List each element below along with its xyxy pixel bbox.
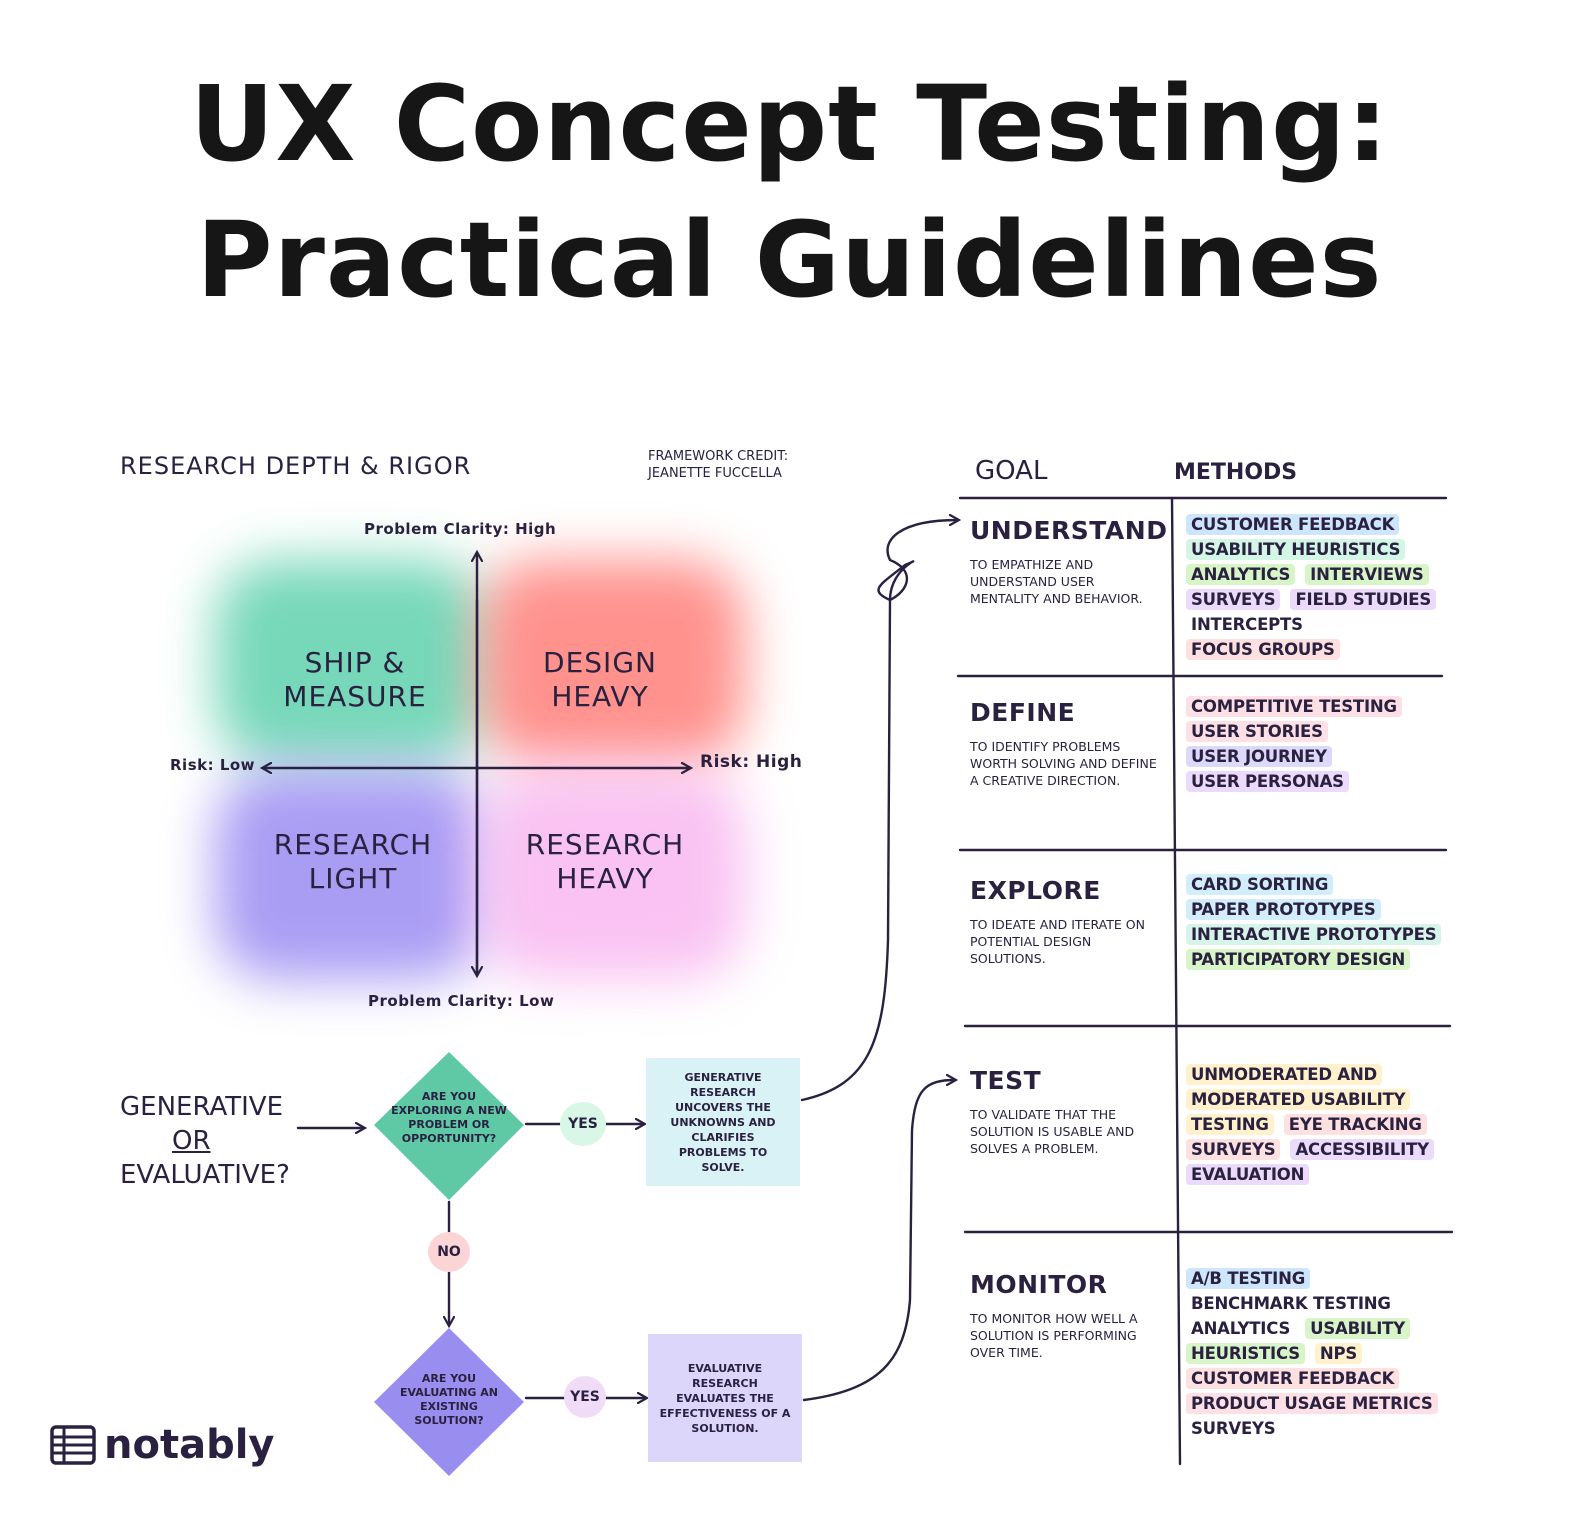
goal-description: To ideate and iterate on potential desig… [970,917,1145,966]
framework-credit-label: Framework credit: [648,449,789,464]
method-tag: Benchmark Testing [1186,1293,1396,1314]
method-tag: Usability Heuristics [1186,539,1406,560]
method-tag: Surveys [1186,589,1281,610]
axis-label-right: Risk: High [700,752,803,772]
method-tag: Heuristics [1186,1343,1305,1364]
page-title-line-1: UX Concept Testing: [189,63,1390,185]
table-row: EXPLORE To ideate and iterate on potentia… [962,868,1462,1028]
methods-list: Card SortingPaper PrototypesInteractive … [1186,874,1466,970]
methods-list: Customer FeedbackUsability HeuristicsAna… [1186,514,1466,660]
method-tag: User Stories [1186,721,1328,742]
table-header-methods: METHODS [1174,460,1298,485]
method-tag: Surveys [1186,1139,1281,1160]
table-header-goal: GOAL [975,456,1048,486]
method-tag: A/B Testing [1186,1268,1311,1289]
table-row: TEST To validate that the solution is usa… [962,1058,1462,1218]
goal-description: To validate that the solution is usable … [970,1107,1135,1156]
method-tag: Testing [1186,1114,1274,1135]
flow-question-generative: Generative [120,1092,283,1122]
goal-title: TEST [970,1066,1042,1095]
method-tag: Analytics [1186,1318,1296,1339]
quadrant-design-heavy: DESIGN HEAVY [500,646,700,714]
quadrant-label-line: RESEARCH [525,828,685,861]
goal-description: To monitor how well a solution is perfor… [970,1311,1138,1360]
method-tag: Usability [1305,1318,1410,1339]
method-tag: User Personas [1186,771,1349,792]
yes-pill-generative: YES [560,1102,606,1146]
method-tag: Product Usage Metrics [1186,1393,1438,1414]
goal-title: DEFINE [970,698,1076,727]
quadrant-label-line: HEAVY [551,680,649,713]
curve-evaluative-to-test [802,1080,955,1402]
method-tag: Eye Tracking [1283,1114,1427,1135]
evaluative-research-box: Evaluative research evaluates the effect… [648,1334,802,1462]
quadrant-label-line: HEAVY [556,862,654,895]
table-row: MONITOR To monitor how well a solution is… [962,1262,1462,1439]
method-tag: Focus Groups [1186,639,1340,660]
framework-credit: Framework credit: Jeanette Fuccella [648,448,788,482]
method-tag: Unmoderated and [1186,1064,1383,1085]
notebook-logo-icon [50,1425,96,1465]
method-tag: Paper Prototypes [1186,899,1381,920]
curve-generative-to-understand [800,520,958,1102]
axis-label-left: Risk: Low [170,756,256,774]
goal-title: EXPLORE [970,876,1101,905]
quadrant-label-line: LIGHT [308,862,398,895]
method-tag: Moderated Usability [1186,1089,1411,1110]
method-tag: User Journey [1186,746,1332,767]
method-tag: Participatory Design [1186,949,1411,970]
yes-pill-evaluative: YES [564,1376,606,1418]
quadrant-label-line: MEASURE [283,680,427,713]
brand: notably [50,1422,275,1468]
goal-title: MONITOR [970,1270,1108,1299]
goal-description: To identify problems worth solving and d… [970,739,1157,788]
methods-list: Competitive TestingUser StoriesUser Jour… [1186,696,1466,792]
goal-description: To empathize and understand user mentali… [970,557,1143,606]
no-pill: NO [428,1232,470,1272]
table-row: DEFINE To identify problems worth solving… [962,690,1462,850]
method-tag: Customer Feedback [1186,1368,1400,1389]
quadrant-label-line: SHIP & [304,646,406,679]
method-tag: Interactive Prototypes [1186,924,1442,945]
matrix-heading: Research Depth & Rigor [120,452,472,480]
method-tag: Customer Feedback [1186,514,1400,535]
quadrant-design-heavy-bg [480,560,745,765]
flow-question-or: or [172,1126,211,1156]
diamond-evaluating-text: Are you evaluating an existing solution? [399,1372,499,1427]
quadrant-ship-measure-bg [215,560,485,765]
methods-list: Unmoderated andModerated UsabilityTestin… [1186,1064,1466,1185]
quadrant-research-heavy: RESEARCH HEAVY [505,828,705,896]
framework-credit-name: Jeanette Fuccella [648,466,782,481]
method-tag: Field Studies [1290,589,1437,610]
method-tag: Interviews [1305,564,1429,585]
method-tag: Analytics [1186,564,1296,585]
goal-title: UNDERSTAND [970,516,1168,545]
axis-label-top: Problem Clarity: High [364,520,557,538]
method-tag: NPS [1314,1343,1363,1364]
method-tag: Card Sorting [1186,874,1334,895]
brand-name: notably [104,1422,275,1468]
methods-list: A/B TestingBenchmark TestingAnalytics Usa… [1186,1268,1466,1439]
quadrant-research-light: RESEARCH LIGHT [253,828,453,896]
method-tag: Competitive Testing [1186,696,1402,717]
quadrant-research-heavy-bg [480,770,745,980]
axis-label-bottom: Problem Clarity: Low [368,992,555,1010]
method-tag: Evaluation [1186,1164,1310,1185]
quadrant-ship-measure: SHIP & MEASURE [255,646,455,714]
generative-research-box: Generative research uncovers the unknown… [646,1058,800,1186]
method-tag: Surveys [1186,1418,1281,1439]
quadrant-label-line: RESEARCH [273,828,433,861]
page-title-line-2: Practical Guidelines [196,199,1383,321]
flow-question: Generative or Evaluative? [120,1090,290,1192]
method-tag: Intercepts [1186,614,1308,635]
quadrant-research-light-bg [215,770,485,980]
flow-question-evaluative: Evaluative? [120,1160,290,1190]
diamond-exploring-text: Are you exploring a new problem or oppor… [391,1090,507,1145]
method-tag: Accessibility [1290,1139,1434,1160]
quadrant-label-line: DESIGN [543,646,657,679]
table-row: UNDERSTAND To empathize and understand us… [962,508,1462,668]
